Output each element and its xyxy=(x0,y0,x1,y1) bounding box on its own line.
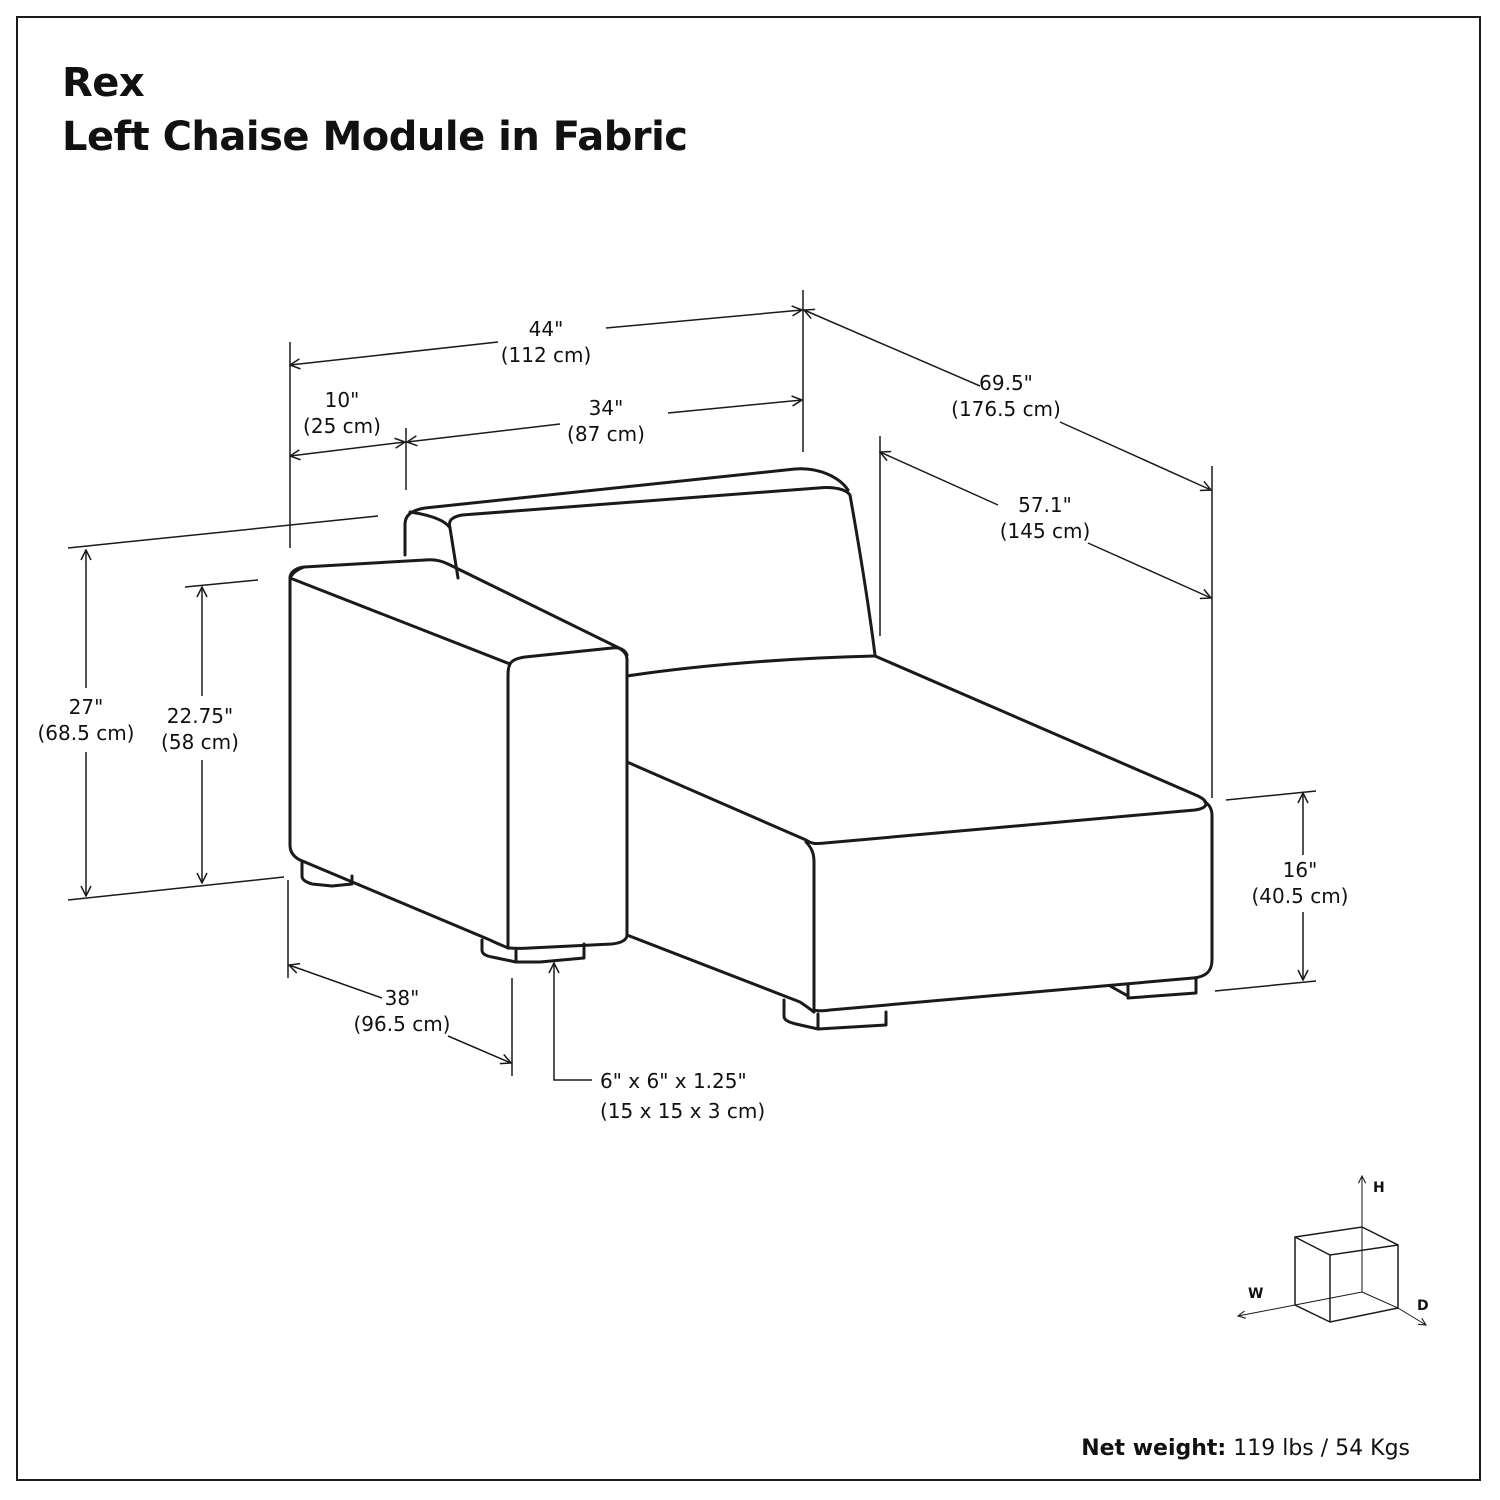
leg-size-cm: (15 x 15 x 3 cm) xyxy=(600,1099,766,1123)
overall-depth-label: 69.5" (176.5 cm) xyxy=(951,370,1061,422)
arm-width-in: 10" xyxy=(324,388,360,412)
arm-depth-cm: (96.5 cm) xyxy=(353,1012,451,1036)
seat-depth-in: 57.1" xyxy=(1018,493,1072,517)
axis-width-letter: W xyxy=(1248,1286,1264,1302)
page-frame xyxy=(16,16,1481,1481)
sofa-outline xyxy=(288,467,1214,1031)
overall-width-label: 44" (112 cm) xyxy=(501,316,592,368)
seat-front xyxy=(804,840,816,1014)
seat-height-in: 16" xyxy=(1282,858,1318,882)
seat-width-in: 34" xyxy=(588,396,624,420)
overall-depth-in: 69.5" xyxy=(979,371,1033,395)
arm-width-label: 10" (25 cm) xyxy=(303,387,381,439)
seat-width-cm: (87 cm) xyxy=(567,422,645,446)
arm-width-cm: (25 cm) xyxy=(303,414,381,438)
leg xyxy=(782,998,888,1031)
axis-height-letter: H xyxy=(1373,1180,1385,1196)
leg-size-in: 6" x 6" x 1.25" xyxy=(600,1069,747,1093)
seat-height-label: 16" (40.5 cm) xyxy=(1252,857,1349,909)
product-variant: Left Chaise Module in Fabric xyxy=(62,114,688,160)
leg xyxy=(300,860,354,888)
seat-depth-label: 57.1" (145 cm) xyxy=(1000,492,1091,544)
overall-width-in: 44" xyxy=(528,317,564,341)
net-weight-label: Net weight: xyxy=(1081,1436,1227,1461)
seat-height-cm: (40.5 cm) xyxy=(1251,884,1349,908)
seat-width-label: 34" (87 cm) xyxy=(567,395,645,447)
seat-right xyxy=(812,800,1214,1013)
axis-depth-letter: D xyxy=(1417,1298,1429,1314)
dimension-lines xyxy=(67,290,1317,1081)
arm-outer xyxy=(288,576,510,950)
seat-left-bottom xyxy=(625,933,816,1014)
net-weight: Net weight: 119 lbs / 54 Kgs xyxy=(1081,1436,1410,1461)
backrest xyxy=(448,486,877,657)
axis-legend xyxy=(1238,1176,1426,1325)
arm-height-cm: (58 cm) xyxy=(161,730,239,754)
overall-height-label: 27" (68.5 cm) xyxy=(38,694,135,746)
seat-top xyxy=(625,654,1208,846)
arm-height-label: 22.75" (58 cm) xyxy=(161,703,239,755)
overall-height-in: 27" xyxy=(68,695,104,719)
arm-depth-label: 38" (96.5 cm) xyxy=(354,985,451,1037)
overall-depth-cm: (176.5 cm) xyxy=(951,397,1061,421)
page-title: Rex Left Chaise Module in Fabric xyxy=(62,56,688,164)
backrest-top xyxy=(403,467,850,557)
arm-front xyxy=(506,662,512,950)
overall-height-cm: (68.5 cm) xyxy=(37,721,135,745)
seat-back-edge xyxy=(625,654,877,678)
arm-depth-in: 38" xyxy=(384,986,420,1010)
net-weight-value: 119 lbs / 54 Kgs xyxy=(1226,1436,1410,1461)
arm-top-front xyxy=(288,565,629,666)
product-name: Rex xyxy=(62,60,145,106)
arm-height-in: 22.75" xyxy=(166,704,234,728)
seat-depth-cm: (145 cm) xyxy=(999,519,1091,543)
arm-inner xyxy=(506,658,629,950)
leg-size-label: 6" x 6" x 1.25" (15 x 15 x 3 cm) xyxy=(600,1066,765,1126)
backrest-side xyxy=(408,510,452,530)
overall-width-cm: (112 cm) xyxy=(500,343,592,367)
leg xyxy=(480,938,586,964)
